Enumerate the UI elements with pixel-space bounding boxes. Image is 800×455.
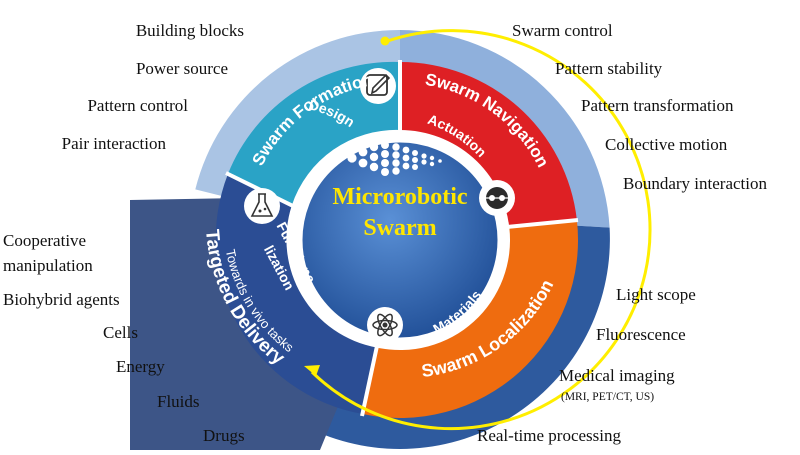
center-title-line2: Swarm (363, 215, 436, 241)
formation-item: Building blocks (135, 21, 244, 40)
localization-item: Fluorescence (596, 325, 686, 344)
center-circle (297, 137, 503, 343)
delivery-item: Energy (116, 357, 165, 376)
delivery-item: manipulation (3, 256, 93, 275)
localization-item: Light scope (616, 285, 696, 304)
delivery-item: Biohybrid agents (3, 290, 120, 309)
localization-item-note: (MRI, PET/CT, US) (561, 391, 655, 403)
delivery-item: Drugs (203, 426, 245, 445)
formation-item: Power source (135, 59, 228, 78)
formation-item: Pattern control (87, 96, 188, 115)
materials-icon (367, 307, 403, 343)
delivery-item: Cooperative (3, 231, 87, 250)
navigation-item: Swarm control (512, 21, 613, 40)
cycle-arrow-start-dot (380, 36, 390, 46)
actuation-icon (479, 180, 515, 216)
navigation-item: Pattern transformation (581, 96, 734, 115)
design-icon (360, 68, 396, 104)
delivery-item: Fluids (157, 392, 200, 411)
navigation-item: Boundary interaction (623, 174, 767, 193)
functionalization-icon (244, 188, 280, 224)
swarm-localization-ring (323, 224, 610, 449)
navigation-item: Pattern stability (555, 59, 663, 78)
actuation-segment (400, 62, 577, 228)
localization-item: Medical imaging (559, 366, 675, 385)
design-segment (227, 61, 400, 206)
delivery-item: Cells (103, 323, 138, 342)
navigation-item: Collective motion (605, 135, 728, 154)
functionalization-segment (215, 174, 377, 414)
center-title-line1: Microrobotic (332, 184, 467, 210)
localization-item: Real-time processing (477, 426, 621, 445)
cycle-arrow-head (304, 365, 320, 376)
formation-item: Pair interaction (61, 134, 166, 153)
cycle-arrow (310, 29, 652, 431)
swarm-dots-icon (347, 141, 442, 176)
materials-segment (362, 220, 579, 419)
